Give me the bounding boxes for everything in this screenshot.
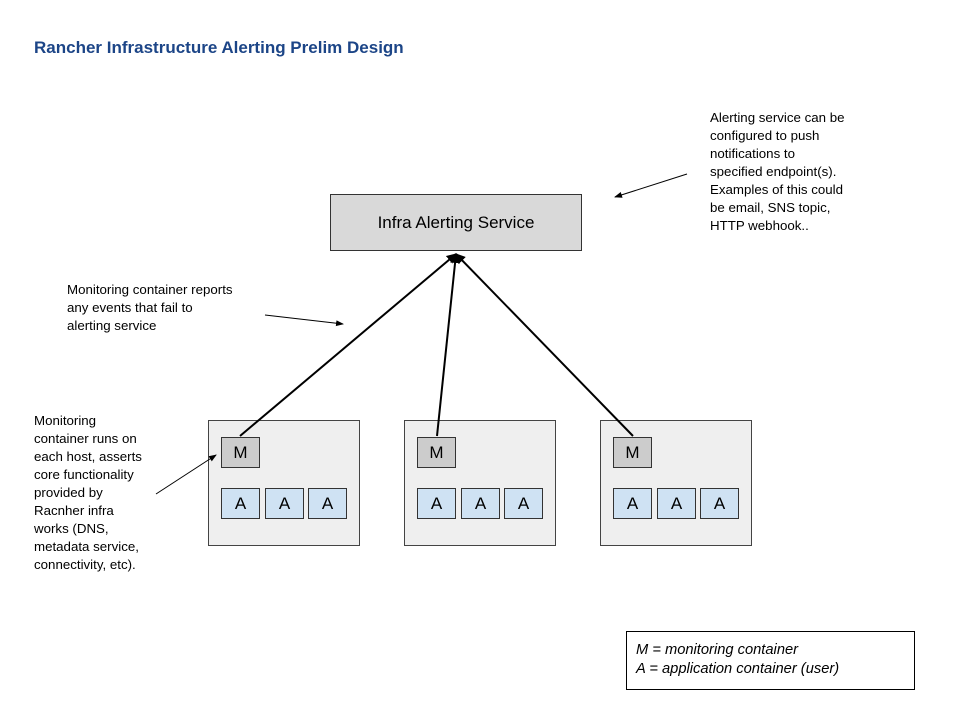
host-box: M A A A — [208, 420, 360, 546]
note-line: notifications to — [710, 146, 796, 161]
app-container: A — [265, 488, 304, 519]
note-line: be email, SNS topic, — [710, 200, 831, 215]
monitoring-container: M — [417, 437, 456, 468]
note-line: any events that fail to — [67, 300, 193, 315]
note-line: container runs on — [34, 431, 137, 446]
app-container: A — [461, 488, 500, 519]
note-line: metadata service, — [34, 539, 139, 554]
report-arrow — [436, 253, 461, 437]
alerting-service-label: Infra Alerting Service — [377, 212, 535, 232]
report-arrow — [239, 253, 457, 437]
note-line: Monitoring — [34, 413, 97, 428]
app-container: A — [504, 488, 543, 519]
note-line: works (DNS, — [34, 521, 109, 536]
report-arrow — [455, 253, 634, 437]
endpoint-note: Alerting service can be configured to pu… — [710, 109, 845, 235]
note-line: Alerting service can be — [710, 110, 845, 125]
note-line: Examples of this could — [710, 182, 844, 197]
monitoring-note: Monitoring container runs on each host, … — [34, 412, 142, 574]
note-line: specified endpoint(s). — [710, 164, 837, 179]
app-container: A — [221, 488, 260, 519]
note-line: each host, asserts — [34, 449, 142, 464]
host-box: M A A A — [404, 420, 556, 546]
note-line: connectivity, etc). — [34, 557, 136, 572]
app-container: A — [657, 488, 696, 519]
legend-line: M = monitoring container — [636, 642, 799, 658]
alerting-service-box: Infra Alerting Service — [330, 194, 582, 251]
endpoint-pointer-arrow — [614, 173, 688, 198]
reports-note: Monitoring container reports any events … — [67, 281, 233, 335]
reports-pointer-arrow — [264, 314, 344, 327]
app-container: A — [613, 488, 652, 519]
app-container: A — [308, 488, 347, 519]
legend-line: A = application container (user) — [636, 661, 840, 677]
note-line: core functionality — [34, 467, 134, 482]
app-container: A — [700, 488, 739, 519]
host-box: M A A A — [600, 420, 752, 546]
note-line: alerting service — [67, 318, 157, 333]
note-line: Monitoring container reports — [67, 282, 233, 297]
monitoring-pointer-arrow — [155, 454, 217, 495]
app-container: A — [417, 488, 456, 519]
monitoring-container: M — [613, 437, 652, 468]
monitoring-container: M — [221, 437, 260, 468]
note-line: HTTP webhook.. — [710, 218, 809, 233]
note-line: provided by — [34, 485, 103, 500]
note-line: configured to push — [710, 128, 820, 143]
note-line: Racnher infra — [34, 503, 114, 518]
legend-box: M = monitoring container A = application… — [626, 631, 915, 690]
diagram-title: Rancher Infrastructure Alerting Prelim D… — [34, 38, 404, 57]
